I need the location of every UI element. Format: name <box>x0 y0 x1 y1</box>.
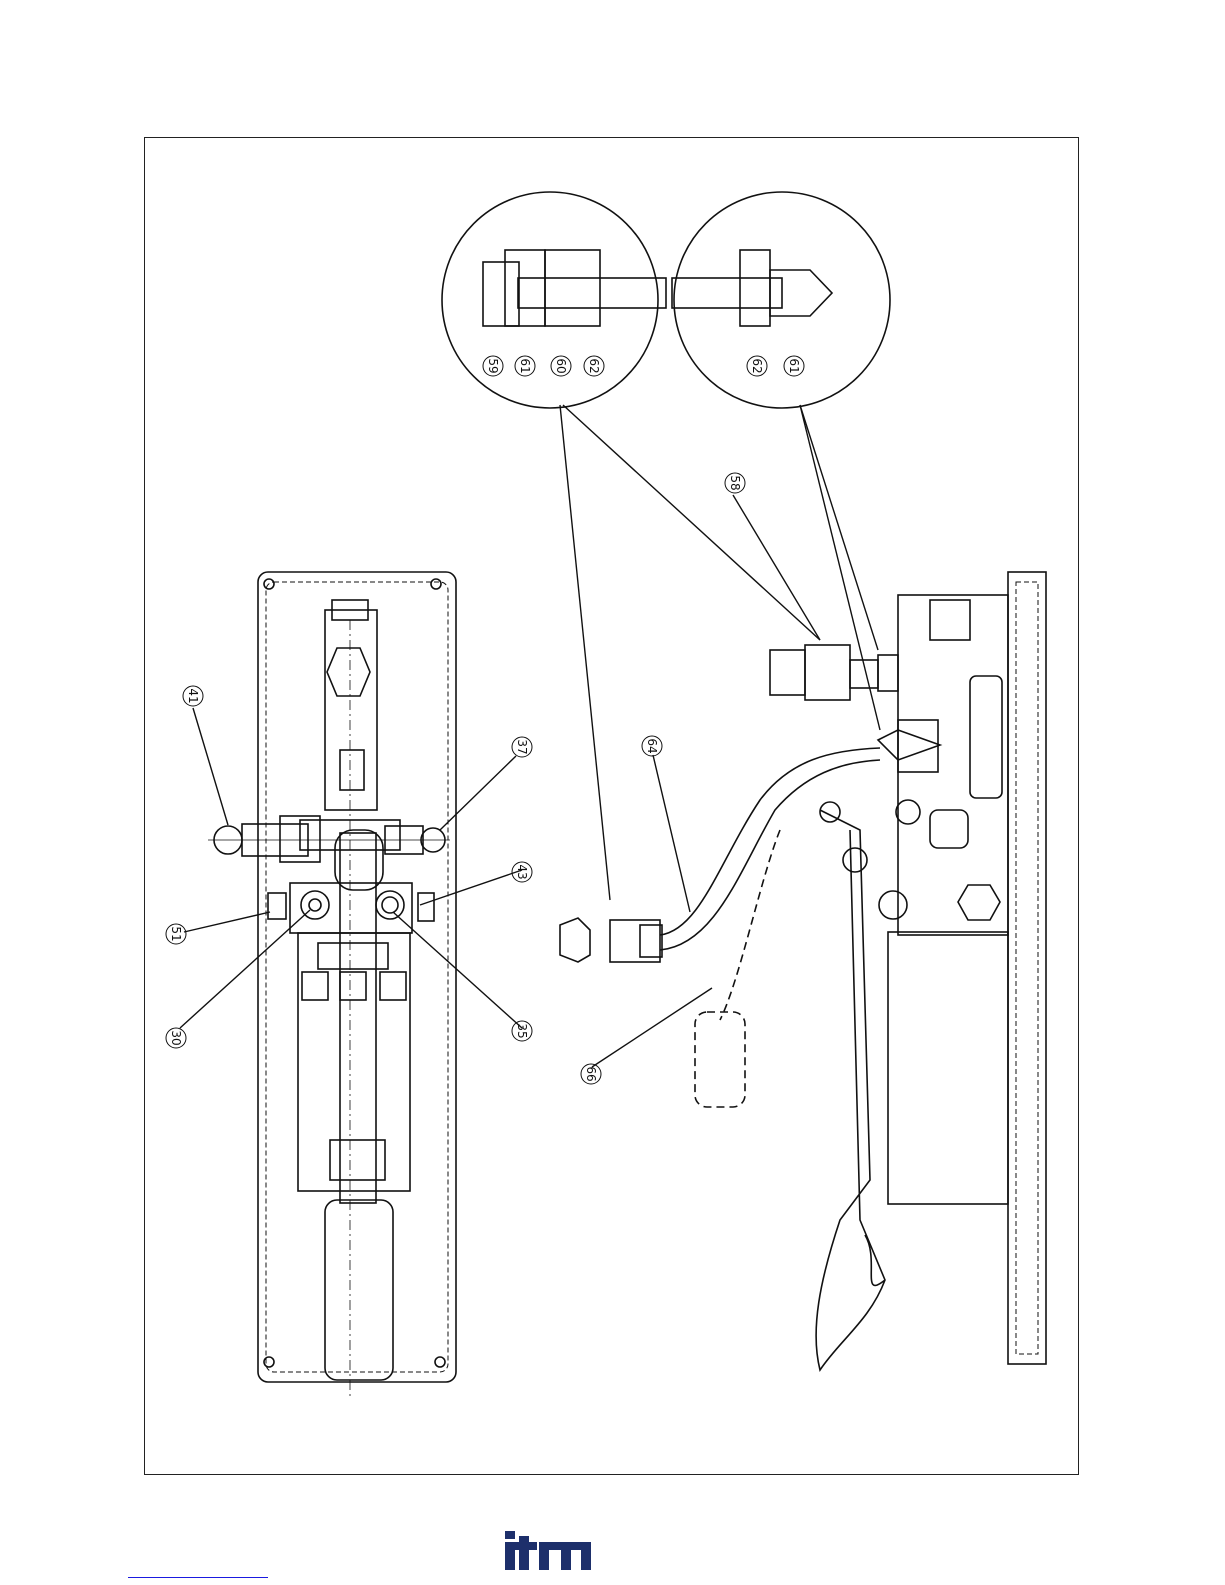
callout-labels: 41 37 43 51 30 35 64 66 58 59 61 60 62 6… <box>169 358 801 1081</box>
pump-top-view <box>208 572 456 1400</box>
callout-43: 43 <box>515 864 529 879</box>
callout-60: 60 <box>554 358 568 373</box>
callout-51: 51 <box>169 926 183 941</box>
footer-rule <box>128 1577 268 1578</box>
callout-66: 66 <box>584 1066 598 1081</box>
callout-35: 35 <box>515 1023 529 1038</box>
leader-lines[interactable] <box>180 405 880 1067</box>
callout-62a: 62 <box>587 358 601 373</box>
callout-37: 37 <box>515 739 529 754</box>
callout-41: 41 <box>186 688 200 703</box>
fitting-detail-right <box>672 192 890 408</box>
pump-side-view <box>560 572 1046 1370</box>
callout-30: 30 <box>169 1030 183 1045</box>
callout-59: 59 <box>486 358 500 373</box>
callout-61b: 61 <box>787 358 801 373</box>
callout-61a: 61 <box>518 358 532 373</box>
callout-58: 58 <box>728 475 742 490</box>
fitting-detail-left <box>442 192 666 408</box>
callout-64: 64 <box>645 738 659 753</box>
itm-logo <box>503 1530 595 1572</box>
callout-bubbles <box>166 356 804 1084</box>
callout-62b: 62 <box>750 358 764 373</box>
